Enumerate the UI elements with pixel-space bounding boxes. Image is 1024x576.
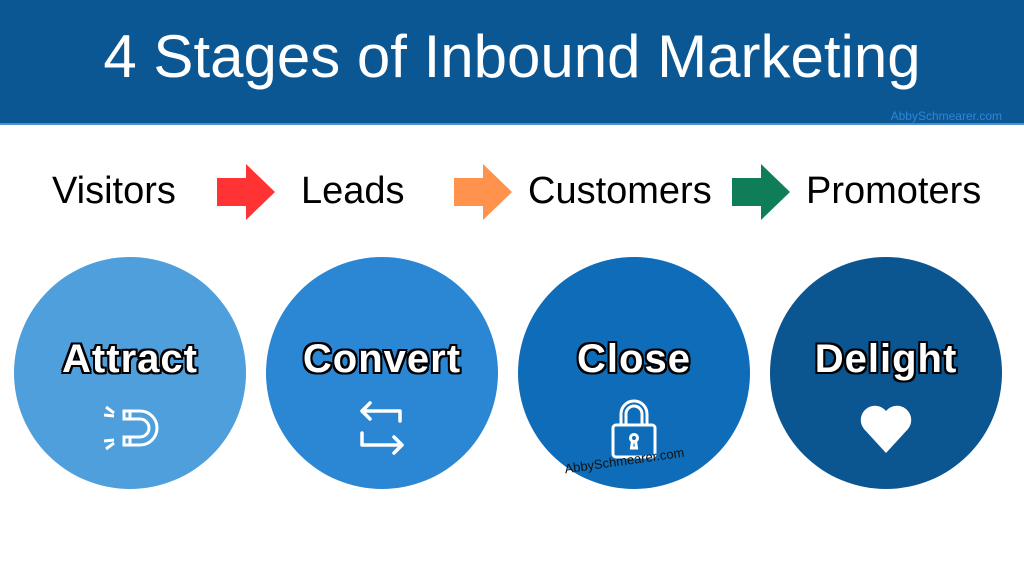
arrow-right-icon (732, 164, 790, 220)
header-banner: 4 Stages of Inbound Marketing AbbySchmea… (0, 0, 1024, 125)
stage-close: Close AbbySchmearer.com (518, 257, 750, 489)
stage-label: Attract (62, 337, 198, 381)
stage-label: Close (577, 337, 691, 381)
arrow-right-icon (454, 164, 512, 220)
stage-delight: Delight (770, 257, 1002, 489)
stage-convert: Convert (266, 257, 498, 489)
flow-leads: Leads (301, 170, 405, 212)
lock-icon (611, 399, 657, 459)
flow-customers: Customers (528, 170, 712, 212)
stage-attract: Attract (14, 257, 246, 489)
arrow-right-icon (217, 164, 275, 220)
flow-visitors: Visitors (52, 170, 176, 212)
exchange-arrows-icon (360, 401, 404, 455)
stage-label: Delight (814, 337, 958, 381)
heart-icon (860, 405, 912, 453)
flow-promoters: Promoters (806, 170, 982, 212)
stage-label: Convert (302, 337, 462, 381)
page-title: 4 Stages of Inbound Marketing (103, 23, 921, 90)
magnet-icon (103, 405, 159, 451)
watermark: AbbySchmearer.com (890, 109, 1002, 123)
